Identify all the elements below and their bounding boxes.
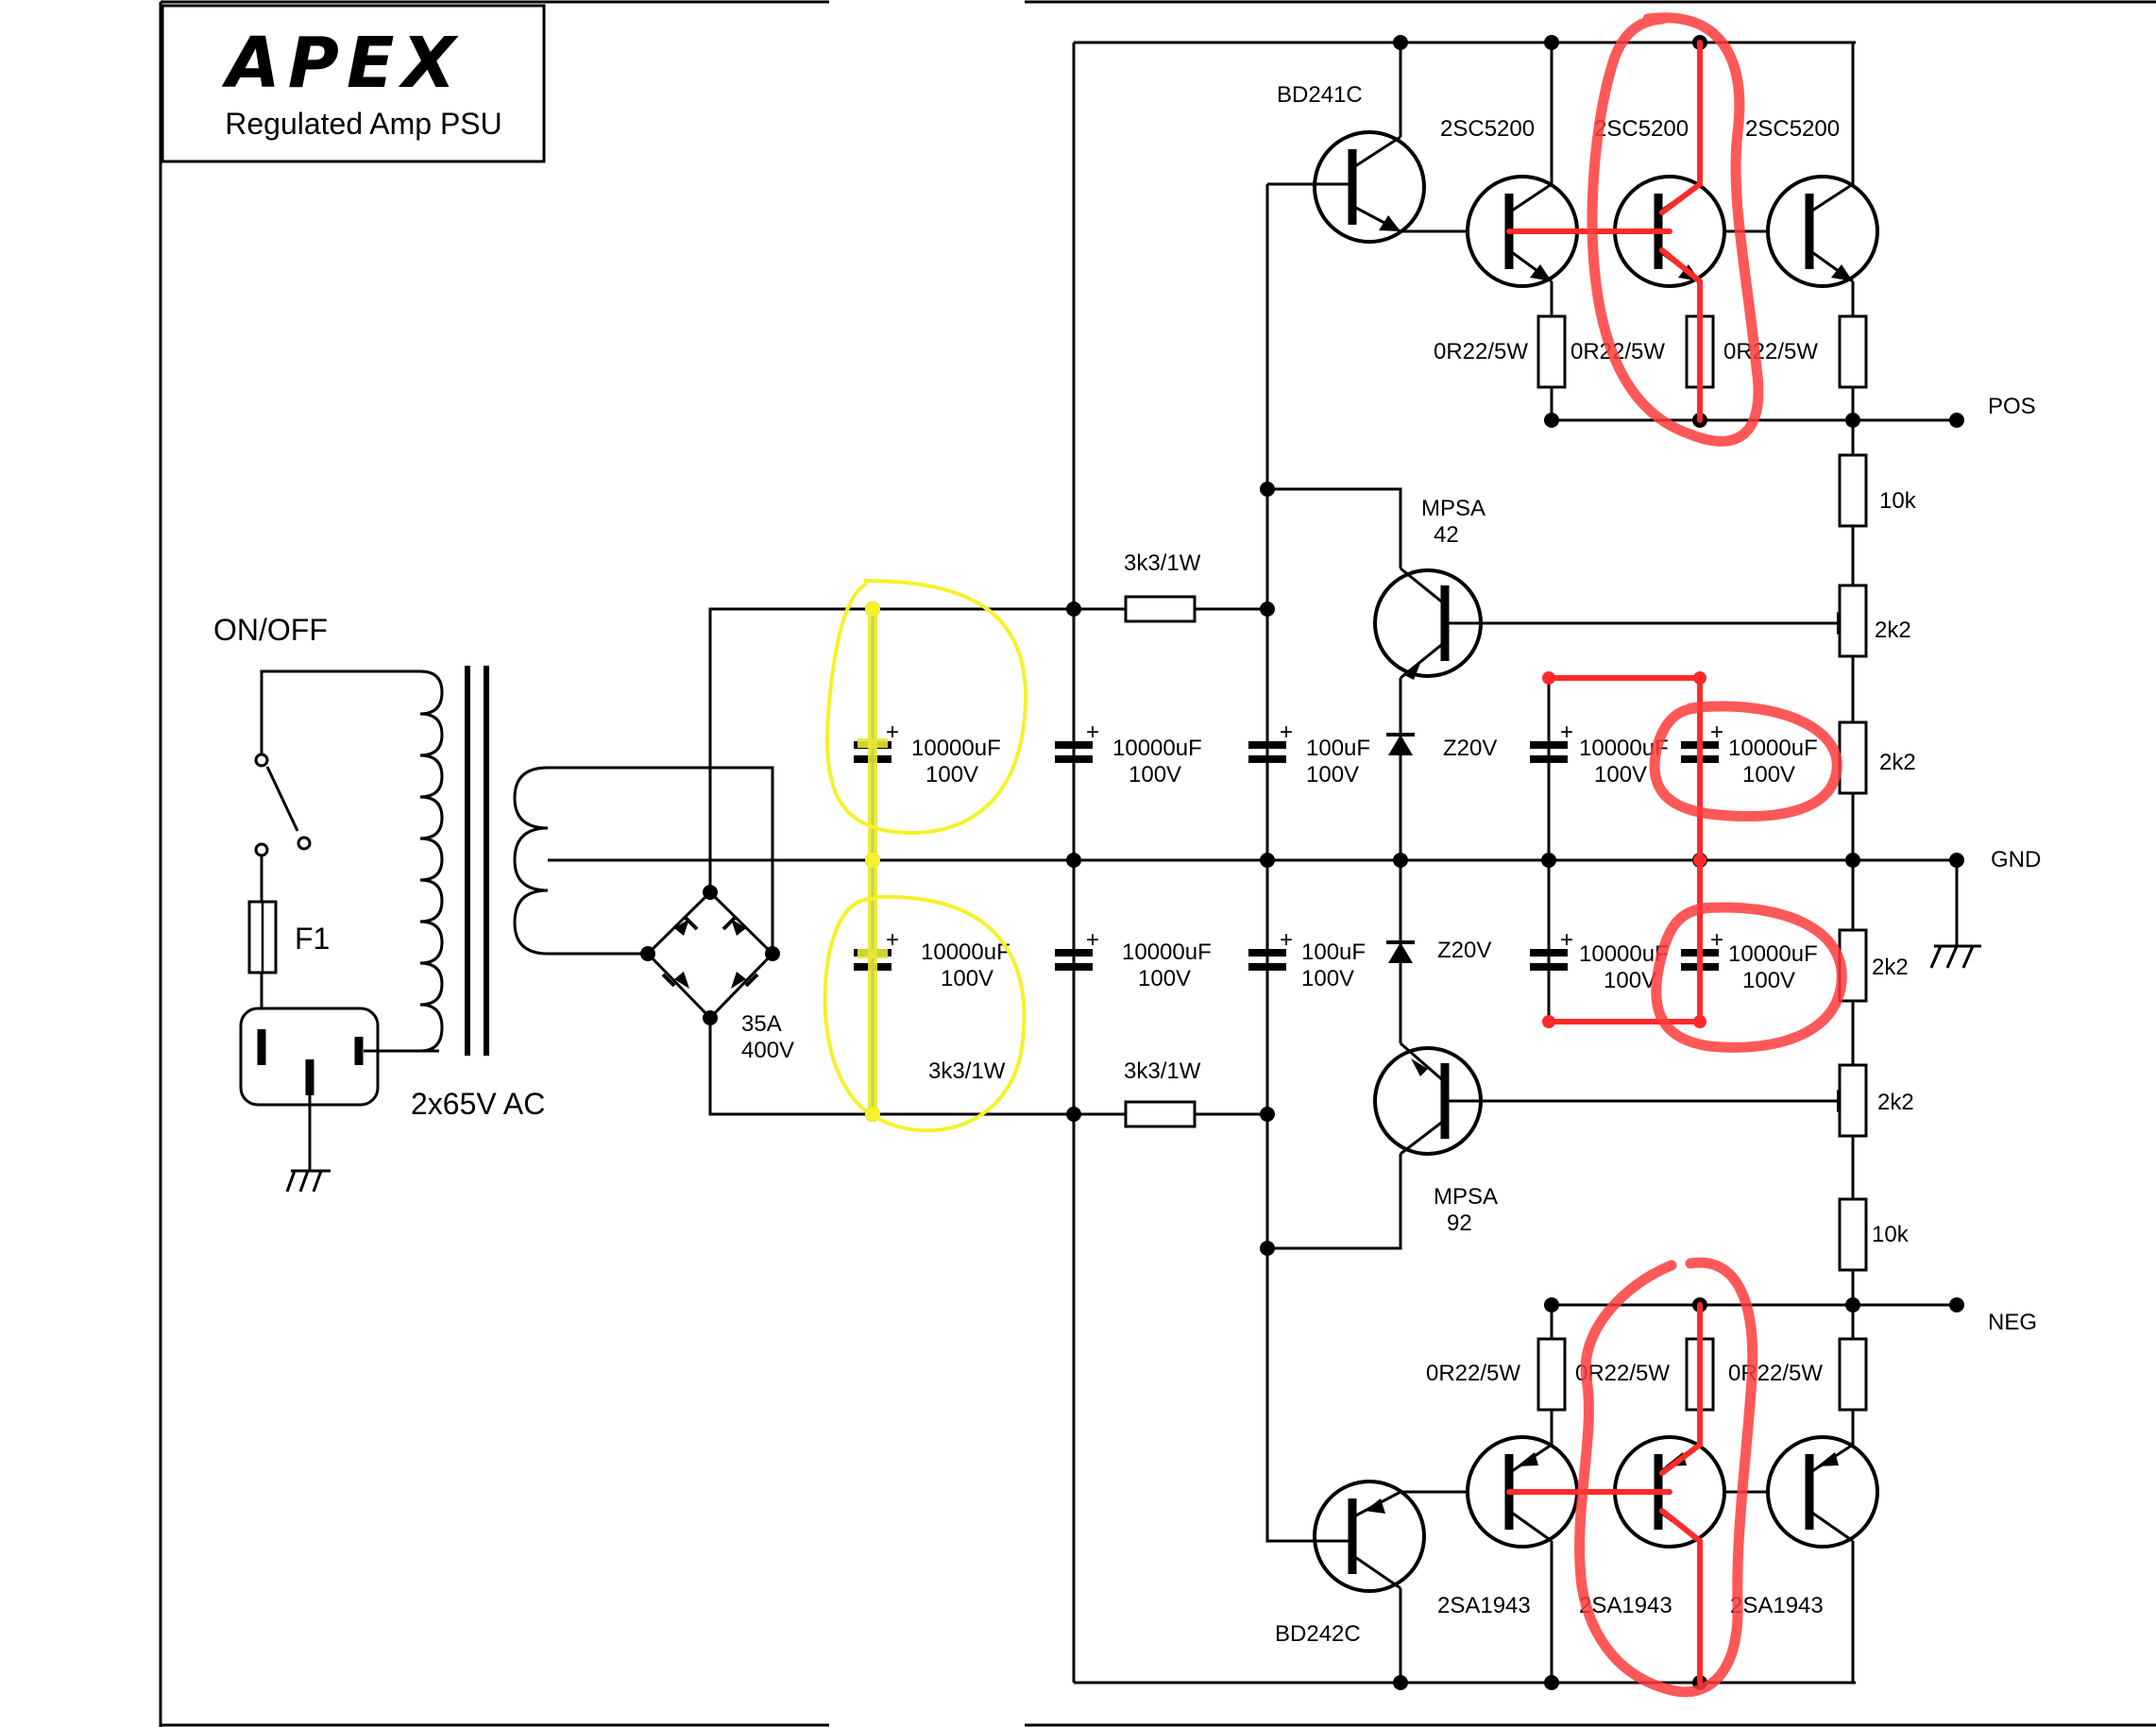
svg-text:100V: 100V [1129, 762, 1181, 787]
zener-bottom-label: Z20V [1437, 938, 1491, 963]
svg-text:+: + [1710, 720, 1723, 745]
emitter-resistors-top: 0R22/5W 0R22/5W 0R22/5W [1434, 314, 1868, 420]
ground-icon [1929, 860, 1981, 969]
svg-text:0R22/5W: 0R22/5W [1434, 339, 1528, 364]
svg-text:100V: 100V [1301, 966, 1354, 991]
svg-text:10000uF: 10000uF [1728, 736, 1818, 761]
red-annotation [1506, 12, 1847, 1698]
svg-text:+: + [1560, 927, 1573, 953]
svg-text:10000uF: 10000uF [1579, 941, 1669, 967]
svg-text:100V: 100V [1604, 968, 1656, 993]
svg-text:10k: 10k [1872, 1222, 1910, 1247]
svg-text:BD241C: BD241C [1277, 82, 1363, 108]
svg-text:100uF: 100uF [1306, 736, 1370, 761]
feedback-divider: 10k 2k2 2k2 2k2 2k2 10k [1838, 420, 1917, 1305]
output-gnd: GND [1991, 847, 2041, 872]
output-neg: NEG [1988, 1310, 2037, 1335]
title-box: APEX Regulated Amp PSU [161, 4, 546, 163]
zener-bottom: Z20V [1386, 860, 1491, 1043]
transistor-mpsa42: MPSA 42 [1267, 487, 1859, 680]
svg-text:2SA1943: 2SA1943 [1437, 1593, 1531, 1618]
svg-text:2k2: 2k2 [1877, 1090, 1914, 1115]
series-resistor-top: 3k3/1W [1124, 550, 1201, 623]
output-pos: POS [1988, 394, 2036, 419]
r-bottom-annot-label: 3k3/1W [928, 1058, 1006, 1084]
capacitor-bank: + 10000uF 100V + 10000uF 100V + 10000uF … [854, 609, 1818, 1022]
svg-text:10000uF: 10000uF [1728, 941, 1818, 967]
svg-text:100V: 100V [1742, 762, 1795, 787]
svg-text:10000uF: 10000uF [911, 736, 1001, 761]
series-resistor-bottom: 3k3/1W 3k3/1W [928, 1058, 1201, 1128]
page-frame [159, 0, 2156, 1727]
transistor-bd241c: BD241C [1267, 42, 1473, 244]
chassis-ground-icon [285, 1169, 331, 1193]
cap-c5: + 100uF 100V [1248, 720, 1370, 787]
cap-c9: + 10000uF 100V [1530, 927, 1669, 993]
svg-text:10000uF: 10000uF [1122, 940, 1212, 965]
r-top-label: 3k3/1W [1124, 550, 1201, 576]
switch-label: ON/OFF [213, 613, 328, 647]
yellow-annotation [823, 579, 1027, 1133]
logo: APEX [221, 23, 463, 104]
bridge-current: 35A [741, 1011, 782, 1037]
npn-power-stage: 2SC5200 2SC5200 2SC5200 [1440, 42, 1879, 316]
svg-text:BD242C: BD242C [1275, 1621, 1361, 1647]
svg-text:2SA1943: 2SA1943 [1579, 1593, 1672, 1618]
svg-text:+: + [1280, 927, 1293, 953]
transformer: 2x65V AC [411, 666, 549, 1121]
svg-text:100V: 100V [1742, 968, 1795, 993]
svg-text:+: + [1086, 927, 1099, 953]
cap-c7: + 10000uF 100V [1530, 720, 1669, 787]
svg-text:2SC5200: 2SC5200 [1440, 116, 1535, 142]
svg-text:42: 42 [1434, 522, 1459, 548]
transformer-label: 2x65V AC [411, 1087, 545, 1121]
svg-text:2SC5200: 2SC5200 [1594, 116, 1689, 142]
transistor-mpsa92: MPSA 92 [1267, 1041, 1859, 1250]
cap-c2: + 10000uF 100V [854, 927, 1010, 991]
svg-text:0R22/5W: 0R22/5W [1426, 1361, 1520, 1386]
svg-text:100uF: 100uF [1301, 940, 1366, 965]
svg-text:+: + [886, 720, 899, 745]
svg-text:2k2: 2k2 [1875, 618, 1911, 643]
svg-text:0R22/5W: 0R22/5W [1728, 1361, 1823, 1386]
bridge-rectifier: 35A 400V [640, 885, 794, 1063]
zener-top: Z20V [1386, 678, 1497, 860]
svg-text:2SC5200: 2SC5200 [1745, 116, 1840, 142]
bridge-voltage: 400V [741, 1038, 794, 1063]
fuse-label: F1 [295, 922, 330, 956]
svg-text:+: + [1560, 720, 1573, 745]
svg-text:100V: 100V [941, 966, 993, 991]
svg-text:MPSA: MPSA [1421, 496, 1485, 521]
svg-text:100V: 100V [1594, 762, 1647, 787]
svg-text:+: + [1710, 927, 1723, 953]
zener-top-label: Z20V [1443, 736, 1497, 761]
svg-text:MPSA: MPSA [1434, 1184, 1498, 1210]
svg-text:10000uF: 10000uF [921, 940, 1010, 965]
svg-text:100V: 100V [1306, 762, 1359, 787]
svg-text:+: + [1280, 720, 1293, 745]
svg-text:10000uF: 10000uF [1112, 736, 1202, 761]
svg-text:2SA1943: 2SA1943 [1730, 1593, 1824, 1618]
r-bottom-label: 3k3/1W [1124, 1058, 1201, 1084]
svg-text:2k2: 2k2 [1872, 955, 1909, 980]
svg-text:10k: 10k [1879, 488, 1917, 514]
svg-text:100V: 100V [1138, 966, 1191, 991]
cap-c4: + 10000uF 100V [1055, 927, 1212, 991]
emitter-resistors-bottom: 0R22/5W 0R22/5W 0R22/5W [1426, 1305, 1868, 1412]
svg-text:+: + [886, 927, 899, 953]
cap-c6: + 100uF 100V [1248, 927, 1366, 991]
svg-text:92: 92 [1447, 1211, 1472, 1236]
svg-text:+: + [1086, 720, 1099, 745]
transistor-bd242c: BD242C [1265, 1480, 1473, 1683]
pnp-power-stage: 2SA1943 2SA1943 2SA1943 [1437, 1407, 1879, 1683]
cap-c3: + 10000uF 100V [1055, 720, 1202, 787]
input-section: ON/OFF F1 2 [213, 607, 873, 1193]
svg-text:100V: 100V [925, 762, 978, 787]
svg-text:2k2: 2k2 [1879, 750, 1916, 775]
cap-c10: + 10000uF 100V [1681, 927, 1818, 993]
svg-text:0R22/5W: 0R22/5W [1723, 339, 1818, 364]
title-subtitle: Regulated Amp PSU [225, 107, 502, 141]
